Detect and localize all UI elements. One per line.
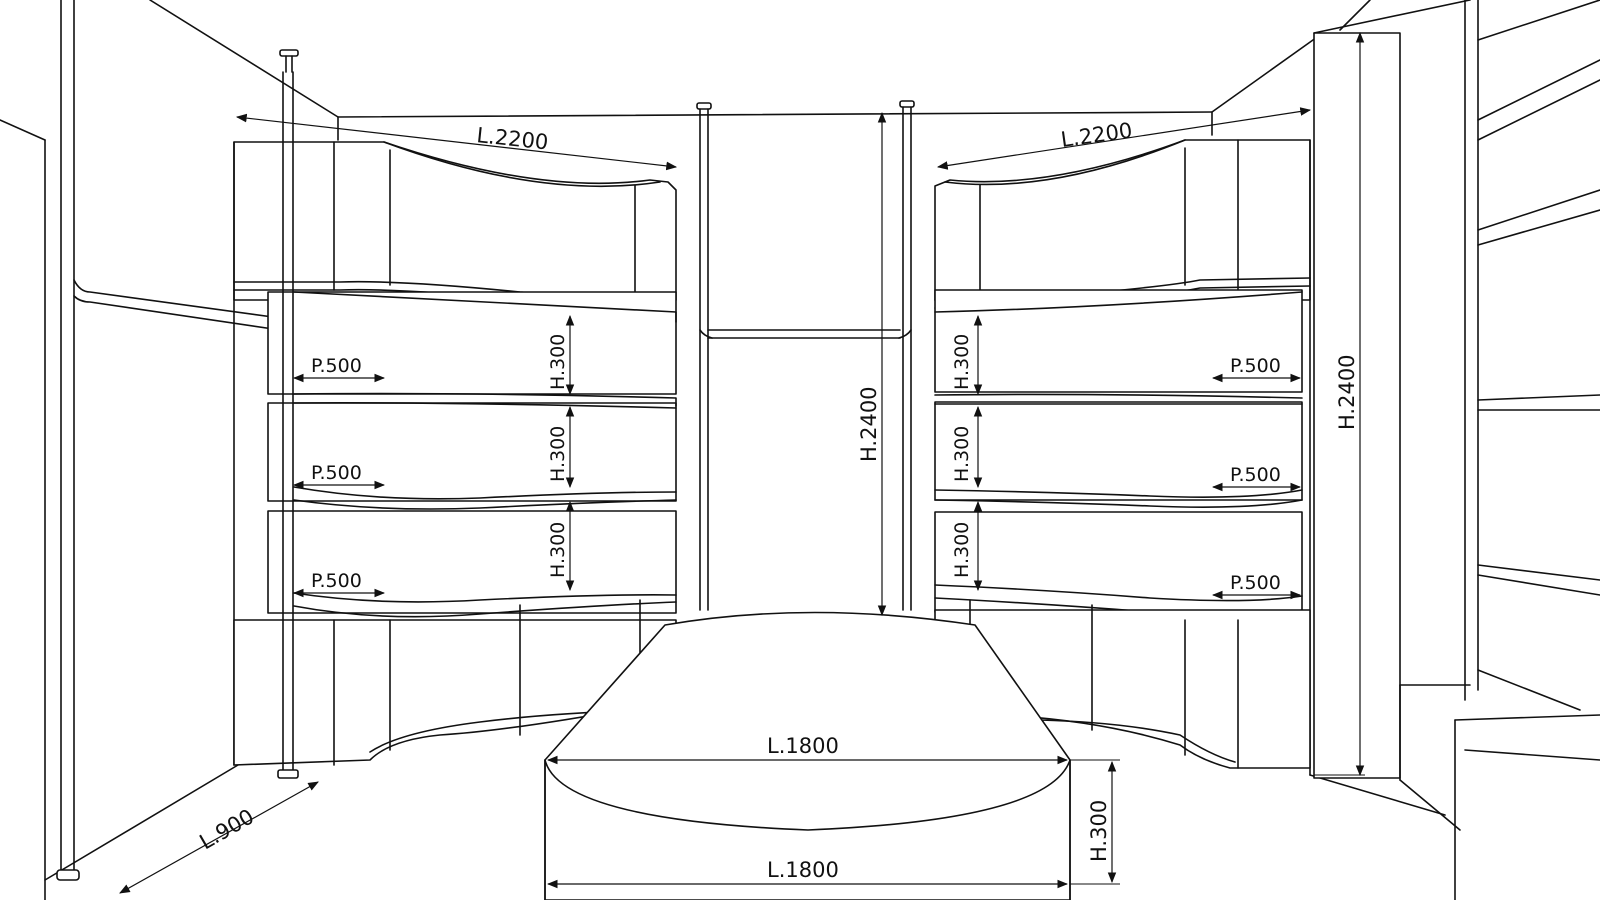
left-post bbox=[277, 49, 299, 779]
label-left-shelf-3-height: H.300 bbox=[547, 522, 569, 578]
label-table-top-length: L.1800 bbox=[767, 734, 839, 758]
left-shelving-unit bbox=[233, 141, 677, 766]
label-left-length: L.2200 bbox=[475, 123, 549, 154]
label-right-shelf-3-depth: P.500 bbox=[1230, 572, 1281, 594]
label-right-shelf-1-height: H.300 bbox=[951, 334, 973, 390]
label-left-shelf-1-height: H.300 bbox=[547, 334, 569, 390]
label-center-height: H.2400 bbox=[857, 386, 881, 462]
right-shelving-unit bbox=[934, 139, 1311, 776]
label-table-height: H.300 bbox=[1087, 800, 1111, 862]
label-left-shelf-3-depth: P.500 bbox=[311, 570, 362, 592]
label-right-length: L.2200 bbox=[1059, 118, 1133, 152]
dimension-labels: L.2200 L.2200 H.2400 H.2400 L.900 L.1800… bbox=[196, 118, 1360, 882]
label-left-shelf-2-height: H.300 bbox=[547, 426, 569, 482]
label-right-shelf-2-depth: P.500 bbox=[1230, 464, 1281, 486]
label-floor-length: L.900 bbox=[196, 804, 259, 854]
label-right-shelf-1-depth: P.500 bbox=[1230, 355, 1281, 377]
label-right-height: H.2400 bbox=[1335, 354, 1359, 430]
label-table-bottom-length: L.1800 bbox=[767, 858, 839, 882]
dimension-lines bbox=[119, 31, 1365, 894]
left-wall-pole bbox=[56, 0, 281, 881]
label-left-shelf-2-depth: P.500 bbox=[311, 462, 362, 484]
center-posts bbox=[696, 100, 915, 611]
label-right-shelf-3-height: H.300 bbox=[951, 522, 973, 578]
label-right-shelf-2-height: H.300 bbox=[951, 426, 973, 482]
label-left-shelf-1-depth: P.500 bbox=[311, 355, 362, 377]
